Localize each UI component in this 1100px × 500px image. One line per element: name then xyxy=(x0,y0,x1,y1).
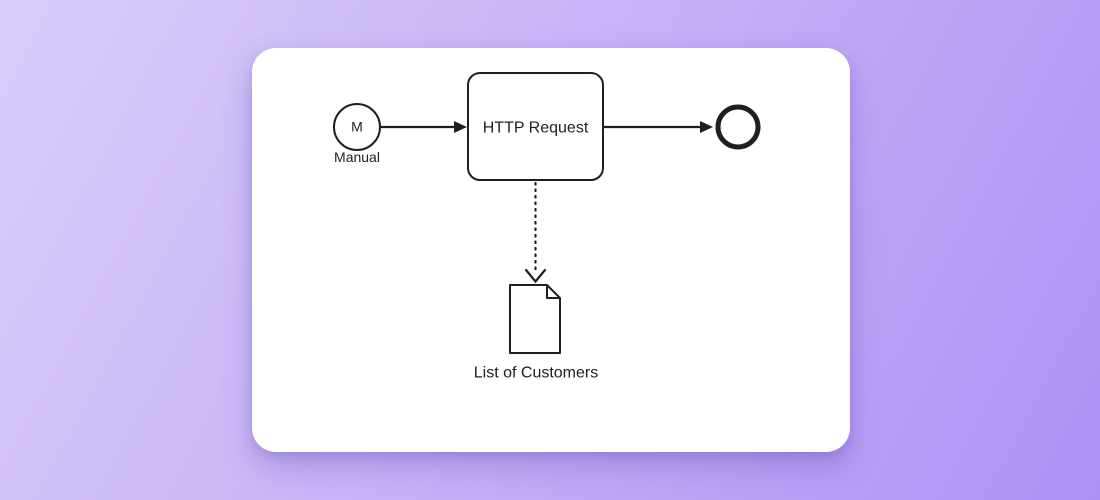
document-fold-icon xyxy=(546,285,560,299)
task-label: HTTP Request xyxy=(483,120,589,137)
bpmn-data-object[interactable]: List of Customers xyxy=(474,284,598,382)
bpmn-diagram: M Manual HTTP Request xyxy=(333,72,761,382)
arrowhead-icon xyxy=(454,121,467,133)
arrowhead-icon xyxy=(700,121,713,133)
data-association[interactable] xyxy=(524,181,547,284)
bpmn-task-http-request[interactable]: HTTP Request xyxy=(467,72,604,181)
document-icon[interactable] xyxy=(509,284,561,354)
end-event-circle[interactable] xyxy=(715,104,761,150)
sequence-flow-task-to-end[interactable] xyxy=(603,121,713,133)
bpmn-start-event[interactable]: M Manual xyxy=(333,103,381,165)
start-event-marker: M xyxy=(351,119,363,135)
data-object-label: List of Customers xyxy=(474,365,598,382)
sequence-flow-start-to-task[interactable] xyxy=(380,121,467,133)
diagram-canvas: M Manual HTTP Request xyxy=(252,48,850,452)
open-arrowhead-icon xyxy=(524,268,547,284)
bpmn-end-event[interactable] xyxy=(715,104,761,150)
start-event-label: Manual xyxy=(334,149,380,165)
